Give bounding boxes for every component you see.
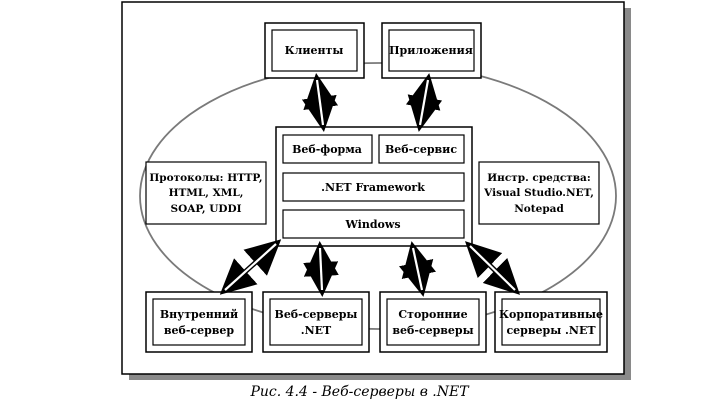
tools-line-1: Инстр. средства: — [487, 172, 590, 184]
corporate-servers-box: Корпоративные серверы .NET — [494, 291, 608, 353]
arrow-stack-third-party-servers — [399, 241, 436, 297]
windows-label: Windows — [344, 218, 400, 231]
clients-box: Клиенты — [264, 22, 365, 79]
internal-server-line-2: веб-сервер — [164, 324, 235, 337]
arrow-stack-net-servers — [303, 241, 339, 297]
tools-box: Инстр. средства: Visual Studio.NET, Note… — [478, 161, 600, 225]
central-stack: Веб-форма Веб-сервис .NET Framework Wind… — [275, 126, 473, 247]
internal-server-line-1: Внутренний — [160, 308, 238, 321]
web-service-box — [378, 134, 465, 164]
protocols-box: Протоколы: HTTP, HTML, XML, SOAP, UDDI — [145, 161, 267, 225]
corporate-servers-line-2: серверы .NET — [506, 324, 596, 337]
arrow-stack-internal-server — [219, 239, 282, 295]
web-form-box — [282, 134, 373, 164]
net-servers-line-1: Веб-серверы — [275, 308, 358, 321]
net-framework-box — [282, 172, 465, 202]
corporate-servers-line-1: Корпоративные — [499, 308, 603, 321]
net-framework-label: .NET Framework — [321, 181, 425, 194]
applications-label: Приложения — [389, 44, 473, 57]
platform-ellipse — [139, 62, 617, 330]
protocols-line-2: HTML, XML, — [169, 187, 244, 199]
arrow-applications-stack — [405, 73, 443, 132]
protocols-line-1: Протоколы: HTTP, — [149, 172, 262, 184]
web-form-label: Веб-форма — [292, 143, 362, 156]
arrow-clients-stack — [301, 73, 339, 132]
net-servers-line-2: .NET — [301, 324, 332, 337]
third-party-servers-line-1: Сторонние — [398, 308, 467, 321]
net-servers-box: Веб-серверы .NET — [262, 291, 370, 353]
third-party-servers-line-2: веб-серверы — [392, 324, 473, 337]
web-service-label: Веб-сервис — [385, 143, 457, 156]
figure-caption: Рис. 4.4 - Веб-серверы в .NET — [250, 384, 469, 400]
arrow-stack-corporate-servers — [464, 241, 521, 295]
applications-box: Приложения — [381, 22, 482, 79]
internal-server-box: Внутренний веб-сервер — [145, 291, 253, 353]
third-party-servers-box: Сторонние веб-серверы — [379, 291, 487, 353]
tools-line-2: Visual Studio.NET, — [483, 187, 594, 199]
tools-line-3: Notepad — [514, 203, 564, 215]
protocols-line-3: SOAP, UDDI — [170, 203, 241, 215]
connector-arrows — [219, 73, 521, 297]
windows-box — [282, 209, 465, 239]
clients-label: Клиенты — [285, 44, 344, 57]
